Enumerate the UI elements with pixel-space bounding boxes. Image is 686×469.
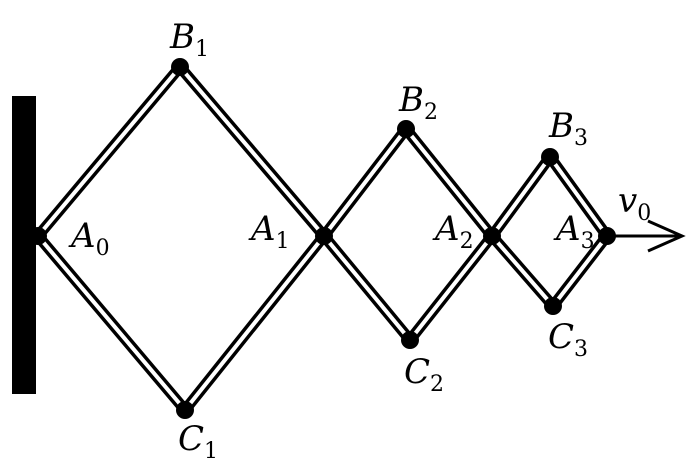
label-a3: A3: [553, 209, 595, 254]
joint-c3: [544, 297, 562, 315]
rod-inner-a0-b1: [36, 65, 182, 238]
rod-inner-a2-b3: [490, 155, 552, 238]
rod-inner-a1-c2: [322, 234, 412, 342]
rod-inner-a0-c1: [36, 234, 187, 412]
joint-b3: [541, 148, 559, 166]
label-b2: B2: [398, 80, 438, 125]
arrow-head: [647, 219, 686, 253]
rod-inner-a1-b2: [322, 127, 408, 238]
rod-inner-c1-a1: [183, 234, 326, 412]
label-b1: B1: [169, 17, 209, 62]
joint-a2: [483, 227, 501, 245]
label-a1: A1: [248, 209, 290, 254]
wall: [12, 96, 36, 394]
joint-c1: [176, 401, 194, 419]
velocity-arrow: [607, 219, 686, 253]
labels: B1 B2 B3 A0 A1 A2 A3 C1 C2 C3 v0: [68, 17, 651, 464]
joint-b2: [397, 120, 415, 138]
rod-inner-b3-a3: [548, 155, 609, 238]
rod-inner-c2-a2: [408, 234, 494, 342]
joints: [29, 58, 616, 419]
label-c3: C3: [548, 317, 588, 362]
rod-inner-b1-a1: [178, 65, 326, 238]
joint-a0: [29, 227, 47, 245]
label-b3: B3: [548, 106, 588, 151]
rod-inner-c3-a3: [551, 234, 609, 308]
rods-inner: [36, 65, 609, 412]
label-c2: C2: [404, 352, 444, 397]
label-c1: C1: [178, 419, 218, 464]
rod-inner-a2-c3: [490, 234, 555, 308]
joint-a1: [315, 227, 333, 245]
joint-c2: [401, 331, 419, 349]
label-v0: v0: [618, 181, 651, 226]
rod-inner-b2-a2: [404, 127, 494, 238]
label-a2: A2: [432, 209, 474, 254]
joint-b1: [171, 58, 189, 76]
label-a0: A0: [68, 216, 110, 261]
